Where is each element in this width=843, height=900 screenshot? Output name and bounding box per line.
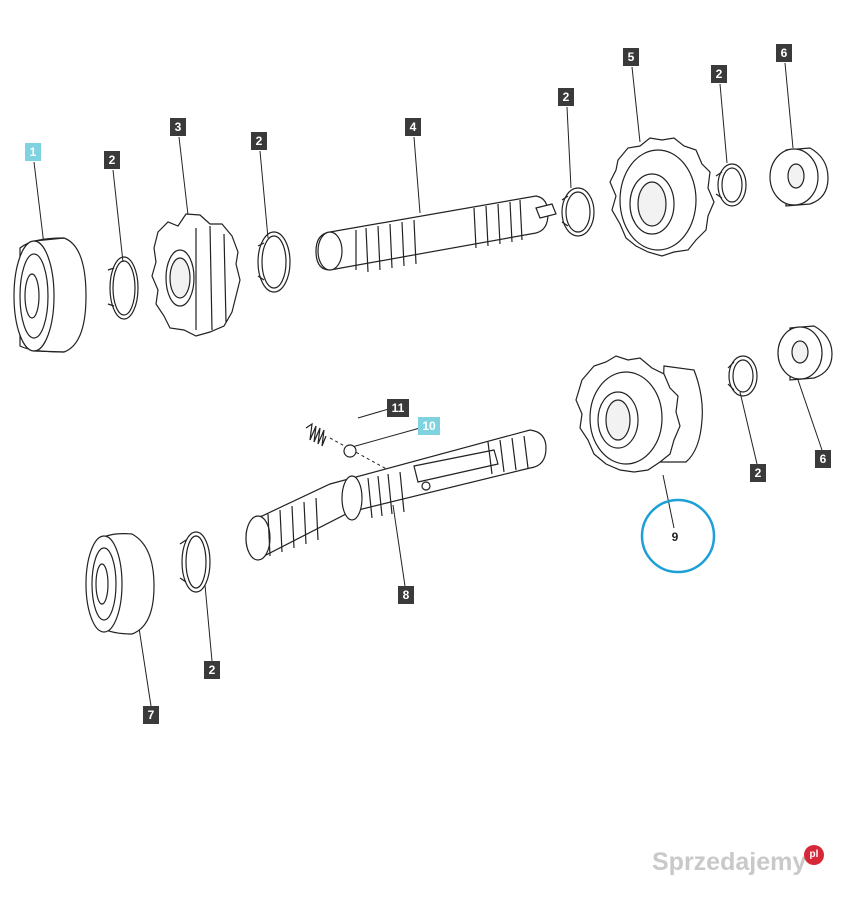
callout-c2-a: 2: [104, 151, 120, 169]
callout-text: 2: [209, 663, 216, 677]
callout-box: [558, 88, 574, 106]
callout-c1-1: 1: [25, 143, 41, 161]
watermark-badge: pl: [804, 845, 824, 865]
callout-text: 3: [175, 120, 182, 134]
callout-text: 8: [403, 588, 410, 602]
callout-text: 2: [563, 90, 570, 104]
circlip-part-2-c: [561, 187, 595, 237]
bearing-part-1: [13, 237, 87, 353]
callout-text: 11: [392, 401, 405, 415]
callout-box: [170, 118, 186, 136]
circlip-part-2-a: [107, 256, 139, 320]
callout-text: 5: [628, 50, 635, 64]
callout-box: [387, 399, 409, 417]
ball-part-10: [343, 444, 357, 458]
watermark-text: Sprzedajemy: [652, 848, 807, 876]
callout-c2-c: 2: [558, 88, 574, 106]
shaft-part-8: [245, 429, 547, 561]
callout-box: [25, 143, 41, 161]
gear-part-5: [609, 137, 715, 257]
gear-part-9: [575, 355, 703, 473]
callout-c4: 4: [405, 118, 421, 136]
gear-part-3: [151, 213, 241, 337]
callout-text: 7: [148, 708, 155, 722]
callout-text: 9: [672, 530, 679, 544]
callout-box: [776, 44, 792, 62]
washer-part-6-b: [777, 325, 833, 381]
callout-c3: 3: [170, 118, 186, 136]
callout-text: 10: [422, 419, 436, 433]
callout-box: [418, 417, 440, 435]
callout-box: [405, 118, 421, 136]
callout-labels: 1 2 3 2 4 2 5 2 6 11 10 2 6 9 8 2 7: [25, 44, 831, 724]
callout-text: 4: [410, 120, 417, 134]
circlip-part-2-f: [179, 531, 211, 593]
leader-lines: [33, 62, 823, 707]
callout-text: 6: [820, 452, 827, 466]
callout-c6-a: 6: [776, 44, 792, 62]
callout-box: [815, 450, 831, 468]
callout-text: 1: [30, 145, 37, 159]
callout-c10: 10: [418, 417, 440, 435]
circlip-part-2-d: [715, 163, 747, 207]
callout-c11: 11: [387, 399, 409, 417]
callout-c8: 8: [398, 586, 414, 604]
callout-text: 2: [256, 134, 263, 148]
callout-c2-b: 2: [251, 132, 267, 150]
washer-part-6-a: [769, 147, 829, 207]
callout-c5: 5: [623, 48, 639, 66]
spring-part-11: [305, 422, 327, 447]
callout-text: 2: [716, 67, 723, 81]
callout-c7: 7: [143, 706, 159, 724]
callout-box: [711, 65, 727, 83]
circlip-part-2-e: [727, 355, 758, 397]
callout-text: 6: [781, 46, 788, 60]
callout-c2-e: 2: [750, 464, 766, 482]
callout-box: [398, 586, 414, 604]
callout-box: [204, 661, 220, 679]
bearing-part-7: [85, 533, 155, 635]
callout-c2-f: 2: [204, 661, 220, 679]
circlip-part-2-b: [257, 231, 291, 293]
callout-box: [251, 132, 267, 150]
callout-box: [623, 48, 639, 66]
callout-text: 2: [755, 466, 762, 480]
callout-box: [750, 464, 766, 482]
callout-box: [143, 706, 159, 724]
callout-c2-d: 2: [711, 65, 727, 83]
callout-box: [104, 151, 120, 169]
callout-c9: 9: [672, 530, 679, 544]
callout-text: 2: [109, 153, 116, 167]
shaft-part-4: [315, 195, 557, 273]
highlight-circle-marker: [640, 498, 716, 574]
callout-c6-b: 6: [815, 450, 831, 468]
